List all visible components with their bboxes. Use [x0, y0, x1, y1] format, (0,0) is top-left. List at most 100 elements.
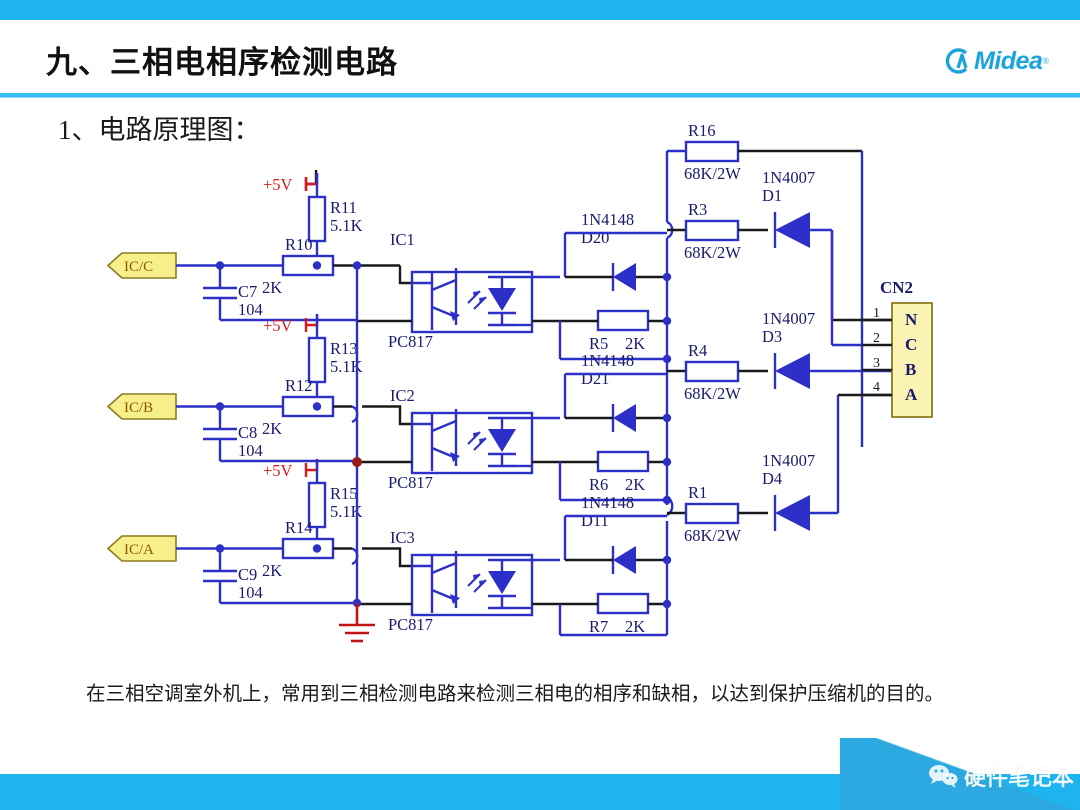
diode-part: 1N4148 — [581, 493, 634, 512]
supply-rail-1: +5V — [263, 170, 319, 197]
diode-body — [775, 353, 810, 389]
optocoupler-part: PC817 — [388, 332, 433, 351]
clamp-network-3: 1N4148 D11 R7 2K — [558, 493, 674, 637]
clamp-network-2: 1N4148 D21 R6 2K — [558, 351, 672, 505]
row3-input-network: C9 104 R14 2K — [203, 518, 412, 605]
resistor-ref: R11 — [330, 198, 357, 217]
diode-ref: D1 — [762, 186, 782, 205]
capacitor-value: 104 — [238, 441, 263, 460]
resistor-body — [596, 592, 650, 615]
clamp-network-1: 1N4148 D20 R5 2K — [558, 210, 672, 364]
connector-pin-label: B — [905, 360, 916, 379]
watermark-text: 硬件笔记本 — [963, 765, 1074, 790]
section-subtitle: 1、电路原理图： — [58, 115, 261, 145]
junction-dot — [352, 598, 362, 608]
title-divider-thin — [0, 97, 1080, 98]
connector-pin-label: N — [905, 310, 918, 329]
diode-body — [775, 495, 810, 531]
connector-cn2: CN2 1 2 3 4 N C B A — [830, 230, 933, 418]
diode-part: 1N4148 — [581, 351, 634, 370]
diode-ref: D4 — [762, 469, 782, 488]
resistor-ref: R14 — [285, 518, 313, 537]
resistor-body — [281, 254, 335, 277]
diode-body — [613, 546, 636, 574]
resistor-ref: R1 — [688, 483, 707, 502]
junction-dot — [215, 544, 225, 553]
body-paragraph: 在三相空调室外机上，常用到三相检测电路来检测三相电的相序和缺相，以达到保护压缩机… — [86, 684, 945, 705]
capacitor-ref: C9 — [238, 565, 257, 584]
registered-mark-icon: ® — [1042, 56, 1050, 66]
resistor-r3-diode-d1: R3 68K/2W 1N4007 D1 — [667, 168, 892, 322]
resistor-ref: R15 — [330, 484, 358, 503]
resistor-r4-diode-d3: R4 68K/2W 1N4007 D3 — [667, 309, 892, 403]
optocoupler-part: PC817 — [388, 473, 433, 492]
input-flag-ic-b: IC/B — [106, 393, 220, 420]
connector-ref: CN2 — [880, 278, 913, 297]
resistor-body — [684, 219, 740, 242]
junction-dot — [312, 402, 322, 411]
input-flag-label: IC/A — [124, 542, 154, 558]
resistor-value: 2K — [262, 419, 282, 438]
resistor-r13: R13 5.1K — [307, 336, 363, 407]
optocoupler-ref: IC3 — [390, 528, 415, 547]
resistor-r16: R16 68K/2W — [667, 125, 864, 447]
resistor-value: 5.1K — [330, 357, 363, 376]
earth-ground-icon — [339, 603, 375, 643]
connector-pin-label: A — [905, 385, 918, 404]
row1-input-network: C7 104 R10 2K — [203, 235, 412, 322]
capacitor-ref: C7 — [238, 282, 257, 301]
bottom-accent-bar — [0, 774, 1080, 810]
supply-rail-2: +5V — [263, 314, 319, 338]
resistor-ref: R6 — [589, 475, 608, 494]
connector-pin-number: 1 — [873, 306, 880, 321]
diode-body — [775, 212, 810, 248]
optocoupler-ref: IC1 — [390, 230, 415, 249]
resistor-ref: R7 — [589, 617, 608, 636]
circuit-schematic: .wb { stroke:#2D30C8; stroke-width:2.4; … — [106, 125, 933, 643]
diode-part: 1N4148 — [581, 210, 634, 229]
diode-ref: D3 — [762, 327, 782, 346]
input-flag-label: IC/C — [124, 259, 153, 275]
resistor-ref: R3 — [688, 200, 707, 219]
optocoupler-ref: IC2 — [390, 386, 415, 405]
resistor-ref: R16 — [688, 125, 716, 140]
resistor-value: 5.1K — [330, 216, 363, 235]
diode-ref: D21 — [581, 369, 609, 388]
resistor-value: 68K/2W — [684, 164, 741, 183]
resistor-value: 2K — [625, 475, 645, 494]
resistor-body — [684, 140, 740, 163]
input-flag-label: IC/B — [124, 400, 153, 416]
resistor-ref: R13 — [330, 339, 358, 358]
supply-rail-3: +5V — [263, 459, 319, 483]
junction-dot-red — [352, 457, 362, 467]
title-divider — [0, 93, 1080, 97]
connector-pin-label: C — [905, 335, 917, 354]
resistor-value: 68K/2W — [684, 384, 741, 403]
resistor-body — [684, 360, 740, 383]
connector-pin-number: 4 — [873, 380, 880, 395]
connector-pin-number: 2 — [873, 331, 880, 346]
supply-label: +5V — [263, 316, 293, 335]
input-flag-ic-c: IC/C — [106, 252, 220, 279]
supply-label: +5V — [263, 175, 293, 194]
midea-logo: Midea® — [942, 44, 1060, 78]
diode-ref: D20 — [581, 228, 609, 247]
ground-bus — [339, 320, 375, 643]
resistor-ref: R10 — [285, 235, 313, 254]
wechat-icon — [928, 765, 958, 788]
resistor-body — [684, 502, 740, 525]
light-emission-icon — [467, 573, 487, 593]
capacitor-ref: C8 — [238, 423, 257, 442]
light-emission-icon — [467, 431, 487, 451]
junction-dot — [662, 457, 672, 467]
resistor-body — [281, 395, 335, 418]
resistor-body — [596, 450, 650, 473]
light-emission-icon — [467, 290, 487, 310]
resistor-value: 2K — [262, 278, 282, 297]
watermark: 硬件笔记本 — [928, 760, 1074, 792]
optocoupler-ic3: IC3 PC817 — [357, 528, 560, 634]
midea-logo-mark — [945, 48, 968, 74]
junction-dot — [312, 544, 322, 553]
page-title: 九、三相电相序检测电路 — [46, 45, 398, 80]
